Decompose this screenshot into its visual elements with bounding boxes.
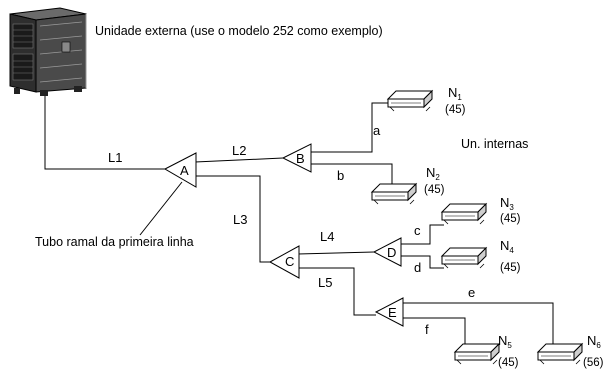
indoor-units-label: Un. internas: [461, 137, 528, 151]
pipe-e: [402, 302, 554, 352]
label-L3: L3: [233, 212, 247, 227]
pipe-L5: [298, 267, 376, 316]
pipe-b: [310, 163, 393, 188]
indoor-unit-n6: N6 (56): [536, 333, 604, 369]
first-branch-pipe-label: Tubo ramal da primeira linha: [35, 235, 194, 249]
label-d: d: [414, 260, 421, 275]
branch-joint-B: B: [281, 143, 312, 173]
pipe-L2: [194, 157, 284, 163]
indoor-unit-capacity: (56): [583, 357, 604, 369]
indoor-unit-capacity: (45): [500, 213, 521, 225]
label-c: c: [414, 223, 421, 238]
branch-joint-C: C: [268, 245, 300, 279]
piping-network: [44, 96, 554, 352]
label-a: a: [373, 123, 381, 138]
indoor-unit-n3: N3(45): [440, 195, 521, 225]
pipe-L3: [195, 175, 270, 263]
indoor-unit-label: N5: [498, 333, 512, 350]
pipe-L4: [297, 251, 375, 255]
indoor-unit-label: N2: [426, 165, 440, 182]
pipe-a: [310, 102, 392, 153]
label-L1: L1: [108, 150, 122, 165]
label-L5: L5: [318, 275, 332, 290]
pipe-d: [400, 255, 444, 269]
indoor-unit-capacity: (45): [445, 104, 466, 116]
indoor-unit-label: N4: [500, 238, 514, 255]
indoor-unit-n4: N4 (45): [440, 238, 521, 274]
label-f: f: [425, 322, 429, 337]
indoor-units: N1(45)N2(45)N3(45)N4(45)N5(45)N6(56): [370, 85, 604, 369]
indoor-unit-label: N3: [500, 195, 514, 212]
pipe-f: [402, 317, 466, 352]
indoor-unit-label: N6: [587, 333, 601, 350]
svg-text:B: B: [296, 151, 305, 166]
svg-text:E: E: [388, 305, 397, 320]
branch-joint-E: E: [374, 297, 404, 327]
indoor-unit-n1: N1 (45): [386, 85, 466, 116]
branch-joint-A: A: [163, 152, 197, 188]
label-e: e: [468, 285, 475, 300]
svg-text:D: D: [387, 245, 396, 260]
svg-text:C: C: [285, 254, 294, 269]
label-L2: L2: [232, 143, 246, 158]
first-branch-leader-line: [139, 181, 183, 236]
branch-joint-D: D: [372, 237, 402, 267]
label-b: b: [337, 168, 344, 183]
svg-text:A: A: [180, 163, 189, 178]
indoor-unit-capacity: (45): [498, 357, 519, 369]
outdoor-unit-illustration: [9, 7, 87, 96]
indoor-unit-label: N1: [448, 85, 462, 102]
indoor-unit-capacity: (45): [424, 184, 445, 196]
indoor-unit-capacity: (45): [500, 262, 521, 274]
indoor-unit-n2: N2 (45): [370, 165, 445, 205]
outdoor-unit-caption: Unidade externa (use o modelo 252 como e…: [95, 24, 383, 38]
indoor-unit-n5: N5 (45): [453, 333, 519, 369]
pipe-c: [400, 224, 444, 245]
pipe-L1: [44, 96, 168, 170]
label-L4: L4: [320, 229, 334, 244]
